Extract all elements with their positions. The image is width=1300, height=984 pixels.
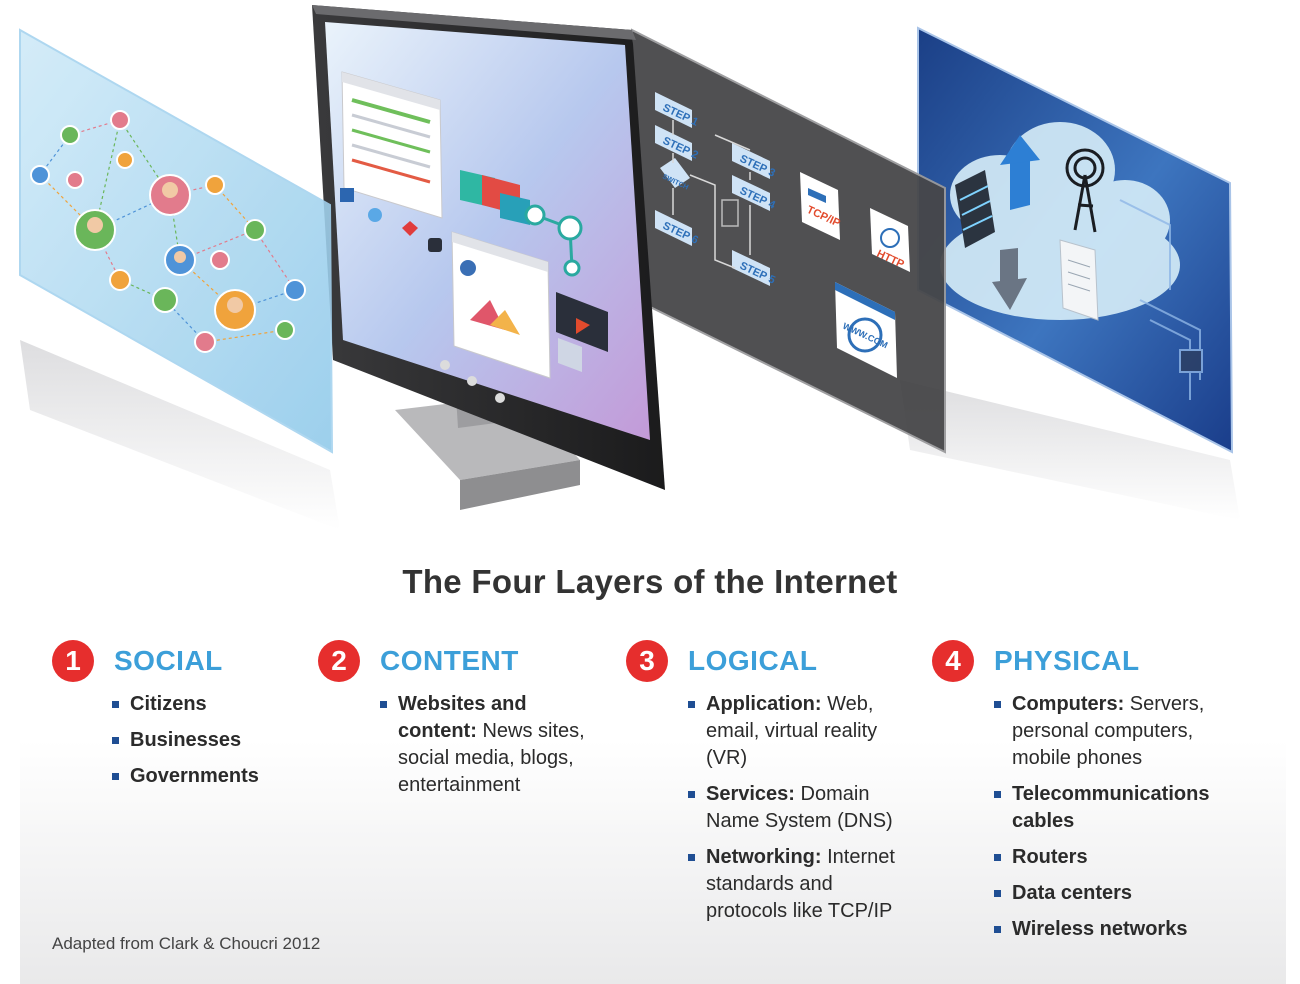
layer-column-social: 1 SOCIAL Citizens Businesses Governments	[52, 640, 259, 799]
layer-heading: LOGICAL	[688, 645, 818, 676]
list-item: Wireless networks	[994, 916, 1224, 943]
tcp-ip-icon: TCP/IP	[800, 172, 842, 240]
layer-heading: PHYSICAL	[994, 645, 1140, 676]
list-item: Data centers	[994, 880, 1224, 907]
page-title: The Four Layers of the Internet	[402, 563, 898, 600]
www-browser-icon: WWW.COM	[835, 282, 897, 378]
upload-arrow-icon	[1000, 135, 1040, 210]
person-faces	[87, 182, 243, 313]
layer-column-physical: 4 PHYSICAL Computers: Servers, personal …	[932, 640, 1224, 952]
share-network-icon	[524, 204, 583, 277]
layer-heading: SOCIAL	[114, 645, 223, 676]
video-player-icon	[556, 292, 608, 372]
list-item: Governments	[112, 763, 259, 790]
content-layer-monitor	[312, 5, 665, 510]
layer-number-badge: 3	[626, 640, 668, 682]
physical-layer-panel	[917, 26, 1234, 454]
floor-shadow	[20, 340, 1240, 530]
list-item: Businesses	[112, 727, 259, 754]
browser-window-2	[451, 231, 551, 379]
document-icon	[1059, 239, 1099, 321]
circuit-traces	[1119, 199, 1203, 400]
layer-column-content: 2 CONTENT Websites and content: News sit…	[318, 640, 600, 808]
layer-number-badge: 2	[318, 640, 360, 682]
social-layer-panel	[19, 28, 334, 454]
layer-heading: CONTENT	[380, 645, 519, 676]
browser-window-1	[341, 71, 443, 219]
download-arrow-icon	[992, 248, 1027, 310]
monitor-buttons	[440, 360, 505, 403]
server-icon	[955, 170, 995, 248]
background-fade	[20, 740, 1286, 984]
social-icons	[340, 188, 442, 252]
logical-layer-panel: STEP 1 STEP 2 SWITCH STEP 6 STEP 3 STEP …	[631, 28, 946, 454]
list-item: Networking: Internet standards and proto…	[688, 844, 908, 925]
layer-number-badge: 4	[932, 640, 974, 682]
list-item: Citizens	[112, 691, 259, 718]
layer-column-logical: 3 LOGICAL Application: Web, email, virtu…	[626, 640, 908, 934]
list-item: Application: Web, email, virtual reality…	[688, 691, 908, 772]
chat-bubbles-icon	[460, 170, 530, 225]
layer-number-badge: 1	[52, 640, 94, 682]
list-item: Services: Domain Name System (DNS)	[688, 781, 908, 835]
antenna-tower-icon	[1065, 148, 1105, 233]
person-avatars	[30, 110, 306, 353]
list-item: Routers	[994, 844, 1224, 871]
list-item: Websites and content: News sites, social…	[380, 691, 600, 799]
list-item: Telecommunications cables	[994, 781, 1224, 835]
source-credit: Adapted from Clark & Choucri 2012	[52, 934, 321, 953]
list-item: Computers: Servers, personal computers, …	[994, 691, 1224, 772]
layers-illustration: STEP 1 STEP 2 SWITCH STEP 6 STEP 3 STEP …	[19, 5, 1240, 530]
